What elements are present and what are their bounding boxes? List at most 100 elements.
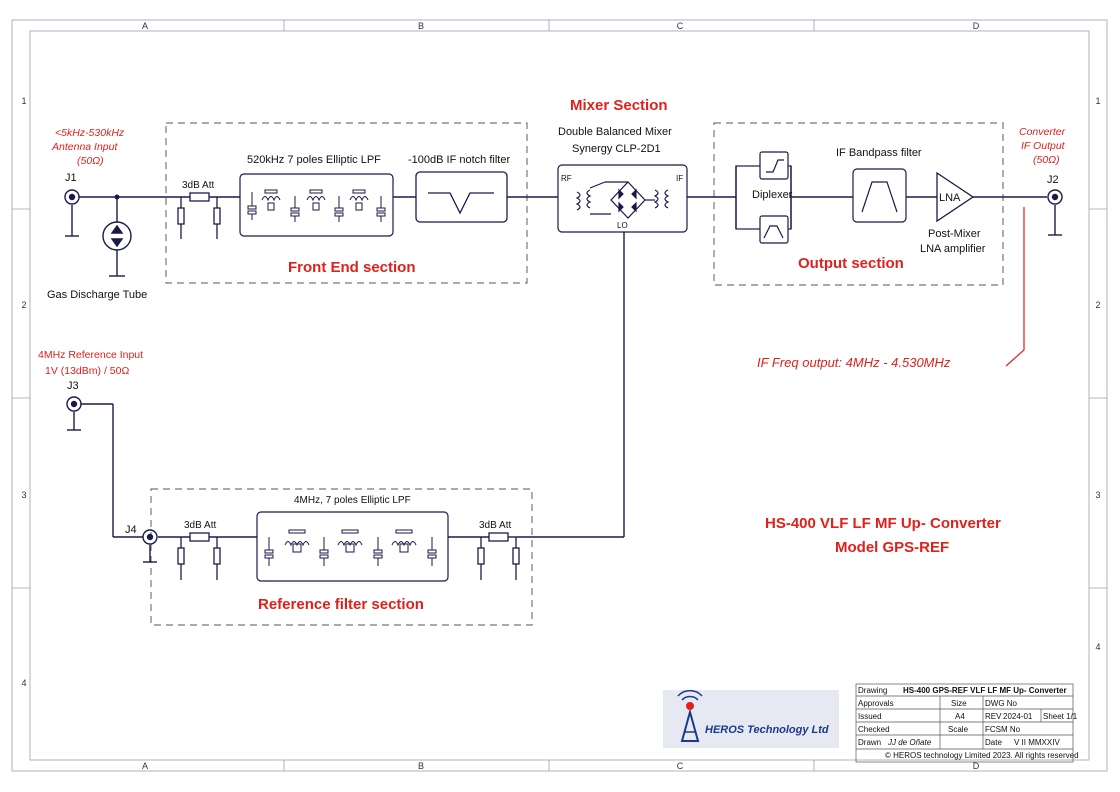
section-boxes bbox=[150, 122, 1004, 626]
ref-in-attenuator-icon bbox=[177, 532, 221, 580]
lna-caption-line2: LNA amplifier bbox=[920, 243, 986, 255]
title-block-text: Drawing HS-400 GPS-REF VLF LF MF Up- Con… bbox=[858, 686, 1079, 760]
row-label-left-1: 1 bbox=[21, 96, 26, 106]
front-attenuator-icon bbox=[177, 192, 221, 239]
col-label-bottom-c: C bbox=[677, 761, 684, 771]
tb-rev-label: REV bbox=[985, 712, 1002, 721]
front-attenuator-label: 3dB Att bbox=[182, 180, 214, 191]
front-end-box bbox=[165, 122, 528, 284]
mixer-section-label: Mixer Section bbox=[570, 97, 668, 114]
grid-labels: A B C D A B C D 1 2 3 4 1 2 3 4 bbox=[21, 21, 1100, 771]
tb-drawn-label: Drawn bbox=[858, 738, 881, 747]
if-bandpass-block bbox=[852, 168, 907, 223]
tb-rev-value: 2024-01 bbox=[1003, 712, 1033, 721]
col-label-top-a: A bbox=[142, 21, 148, 31]
gas-discharge-tube-icon bbox=[102, 221, 132, 251]
lna-caption-line1: Post-Mixer bbox=[928, 228, 981, 240]
svg-text:(50Ω): (50Ω) bbox=[77, 155, 104, 167]
front-lpf-block bbox=[239, 173, 394, 237]
title-block bbox=[855, 683, 1074, 763]
mixer-if-port: IF bbox=[676, 174, 683, 183]
col-label-bottom-d: D bbox=[973, 761, 980, 771]
row-label-left-3: 3 bbox=[21, 490, 26, 500]
col-label-top-c: C bbox=[677, 21, 684, 31]
main-title-line2: Model GPS-REF bbox=[835, 539, 949, 556]
tb-size-label: Size bbox=[951, 699, 967, 708]
row-label-right-2: 2 bbox=[1095, 300, 1100, 310]
connector-j1 bbox=[64, 189, 80, 205]
row-label-right-4: 4 bbox=[1095, 642, 1100, 652]
tb-copyright: © HEROS technology Limited 2023. All rig… bbox=[885, 751, 1079, 760]
connector-j3-label: J3 bbox=[67, 380, 79, 392]
mixer-rf-port: RF bbox=[561, 174, 572, 183]
junction-dot bbox=[114, 194, 120, 200]
svg-text:Converter: Converter bbox=[1019, 126, 1066, 138]
if-output-leader bbox=[1005, 207, 1025, 367]
tb-drawing-value: HS-400 GPS-REF VLF LF MF Up- Converter bbox=[903, 686, 1067, 695]
mixer-name-line2: Synergy CLP-2D1 bbox=[572, 143, 661, 155]
tb-fcsm-label: FCSM No bbox=[985, 725, 1021, 734]
col-label-bottom-b: B bbox=[418, 761, 424, 771]
connector-j2-label: J2 bbox=[1047, 174, 1059, 186]
diplexer-label: Diplexer bbox=[752, 189, 793, 201]
col-label-top-b: B bbox=[418, 21, 424, 31]
front-end-section-label: Front End section bbox=[288, 259, 416, 276]
tb-issued-label: Issued bbox=[858, 712, 882, 721]
mixer-block bbox=[557, 164, 688, 233]
ref-out-attenuator-icon bbox=[477, 532, 520, 580]
tb-sheet-value: Sheet 1/1 bbox=[1043, 712, 1078, 721]
svg-text:IF Output: IF Output bbox=[1021, 140, 1066, 152]
drawing-frame bbox=[11, 19, 1108, 772]
row-label-right-3: 3 bbox=[1095, 490, 1100, 500]
tb-drawing-label: Drawing bbox=[858, 686, 887, 695]
converter-output-label: Converter IF Output (50Ω) bbox=[1019, 126, 1066, 166]
ref-out-attenuator-label: 3dB Att bbox=[479, 520, 511, 531]
main-title-line1: HS-400 VLF LF MF Up- Converter bbox=[765, 515, 1001, 532]
svg-text:1V (13dBm) / 50Ω: 1V (13dBm) / 50Ω bbox=[45, 365, 129, 377]
connector-j4-label: J4 bbox=[125, 524, 137, 536]
svg-text:(50Ω): (50Ω) bbox=[1033, 154, 1060, 166]
front-lpf-label: 520kHz 7 poles Elliptic LPF bbox=[247, 154, 381, 166]
output-section-label: Output section bbox=[798, 255, 904, 272]
if-bandpass-label: IF Bandpass filter bbox=[836, 147, 922, 159]
tb-size-value: A4 bbox=[955, 712, 965, 721]
ref-in-attenuator-label: 3dB Att bbox=[184, 520, 216, 531]
svg-text:4MHz Reference Input: 4MHz Reference Input bbox=[38, 349, 143, 361]
reference-lpf-block bbox=[256, 511, 449, 582]
row-label-left-2: 2 bbox=[21, 300, 26, 310]
col-label-bottom-a: A bbox=[142, 761, 148, 771]
tb-approvals-label: Approvals bbox=[858, 699, 894, 708]
lna-amplifier-icon bbox=[936, 171, 975, 223]
tb-scale-label: Scale bbox=[948, 725, 969, 734]
reference-filter-section-label: Reference filter section bbox=[258, 596, 424, 613]
logo-text: HEROS Technology Ltd bbox=[705, 724, 829, 736]
if-freq-output-label: IF Freq output: 4MHz - 4.530MHz bbox=[757, 355, 951, 370]
connector-j2 bbox=[1047, 189, 1063, 205]
svg-text:<5kHz-530kHz: <5kHz-530kHz bbox=[55, 127, 125, 139]
gas-discharge-label: Gas Discharge Tube bbox=[47, 289, 147, 301]
diplexer-block bbox=[735, 151, 792, 244]
row-label-left-4: 4 bbox=[21, 678, 26, 688]
svg-text:Antenna Input: Antenna Input bbox=[51, 141, 118, 153]
row-label-right-1: 1 bbox=[1095, 96, 1100, 106]
antenna-input-label: <5kHz-530kHz Antenna Input (50Ω) bbox=[51, 127, 125, 167]
mixer-name-line1: Double Balanced Mixer bbox=[558, 126, 672, 138]
connector-j1-label: J1 bbox=[65, 172, 77, 184]
tb-checked-label: Checked bbox=[858, 725, 890, 734]
notch-filter-block bbox=[415, 171, 508, 223]
mixer-lo-port: LO bbox=[617, 221, 628, 230]
lna-label: LNA bbox=[939, 192, 961, 204]
tb-drawn-value: JJ de Oñate bbox=[887, 738, 932, 747]
reference-box bbox=[150, 488, 533, 626]
reference-lpf-label: 4MHz, 7 poles Elliptic LPF bbox=[294, 495, 411, 506]
output-box bbox=[713, 122, 1004, 286]
heros-logo-icon: HEROS Technology Ltd bbox=[663, 689, 839, 748]
connector-j4 bbox=[142, 529, 158, 545]
tb-date-label: Date bbox=[985, 738, 1002, 747]
tb-date-value: V II MMXXIV bbox=[1014, 738, 1060, 747]
connector-j3 bbox=[66, 396, 82, 412]
reference-input-label: 4MHz Reference Input 1V (13dBm) / 50Ω bbox=[38, 349, 143, 377]
tb-dwg-no-label: DWG No bbox=[985, 699, 1018, 708]
col-label-top-d: D bbox=[973, 21, 980, 31]
